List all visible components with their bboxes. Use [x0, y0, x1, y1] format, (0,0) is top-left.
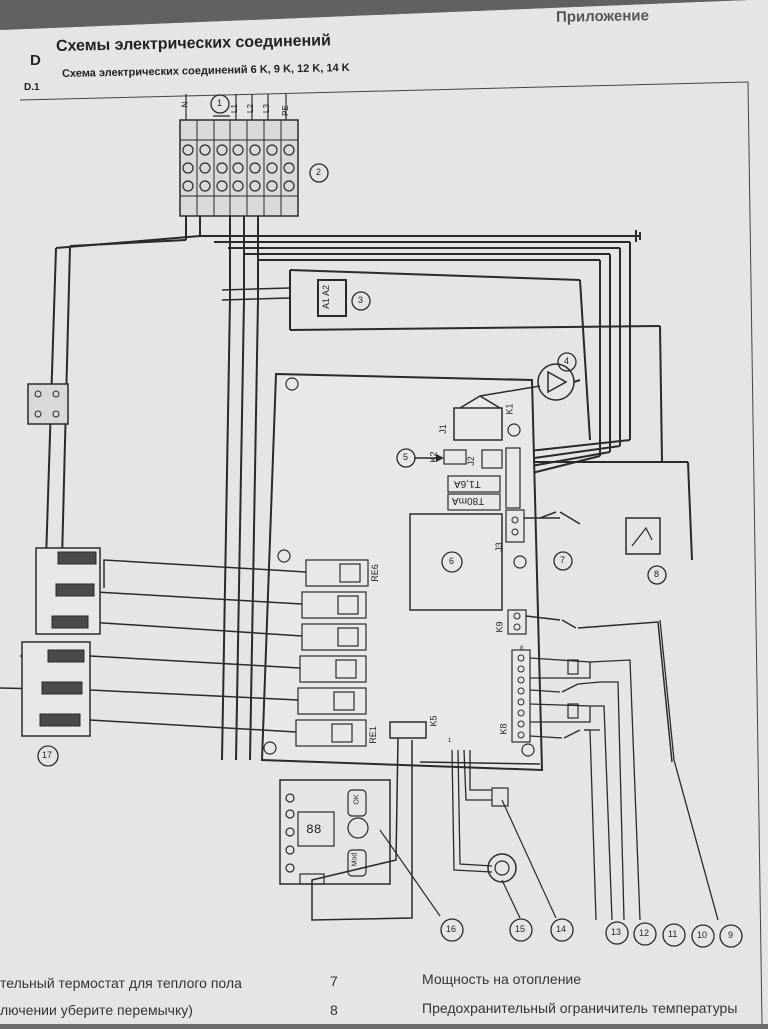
callout-15: 15: [515, 924, 526, 934]
re6-label: RE6: [369, 564, 380, 582]
page-shadow: [0, 0, 748, 30]
fuse-1: [447, 475, 501, 493]
callout-13: 13: [611, 927, 622, 937]
contactor-coil: [317, 279, 347, 317]
module-6: [409, 513, 503, 611]
callout-10: 10: [697, 930, 708, 940]
k2-label: K2: [428, 451, 439, 463]
j2-label: J2: [465, 456, 476, 466]
callout-3: 3: [358, 295, 364, 305]
callout-5: 5: [403, 452, 409, 462]
display-digits: 88: [306, 822, 322, 837]
legend-right-1: Мощность на отопление: [422, 971, 582, 987]
k8-connector: [511, 649, 531, 743]
diagram-frame: [19, 81, 763, 1025]
callout-11: 11: [668, 929, 678, 939]
mod-button: Mod: [351, 852, 359, 867]
callout-7: 7: [560, 555, 566, 565]
k8-label: K8: [498, 723, 509, 735]
callout-4: 4: [564, 356, 570, 366]
controller-board: [260, 372, 544, 772]
callout-2: 2: [316, 167, 322, 177]
k8-pin-label: 8: [520, 646, 524, 652]
cable-pin-label: 1: [448, 738, 452, 744]
k1-label: K1: [504, 403, 515, 415]
callout-1: 1: [217, 98, 223, 108]
callout-17: 17: [42, 750, 53, 760]
k2-connector: [443, 449, 467, 465]
terminal-label-pe: PE: [280, 105, 290, 116]
sensor-connector-14: [491, 787, 509, 807]
terminal-connector-left: [27, 383, 69, 425]
diagram-lines: [0, 94, 719, 921]
fuse-label-1: T1,6A: [454, 478, 481, 489]
k5-connector: [389, 721, 427, 739]
terminal-label-l2: L2: [245, 104, 255, 113]
safety-limiter: [625, 517, 661, 555]
legend-number-7: 7: [330, 973, 338, 989]
callout-9: 9: [728, 930, 734, 940]
terminal-block: [179, 119, 299, 217]
terminal-label-n: N: [180, 101, 190, 108]
appendix-title: Приложение: [555, 7, 650, 26]
j3-label: J3: [493, 542, 504, 552]
contactor-label: A1 A2: [321, 284, 332, 310]
callout-8: 8: [654, 569, 660, 579]
terminal-label-l3: L3: [261, 104, 271, 113]
callout-circles: [37, 94, 743, 948]
k9-label: K9: [494, 621, 505, 633]
j1-label: J1: [437, 424, 448, 434]
callout-6: 6: [449, 556, 455, 566]
k5-label: K5: [428, 715, 439, 727]
flow-sensor-15: [487, 853, 517, 883]
j3-connector: [505, 509, 525, 543]
callout-16: 16: [446, 924, 457, 934]
legend-number-8: 8: [330, 1002, 338, 1018]
k9-connector: [507, 609, 527, 635]
pin-header-right: [505, 447, 521, 509]
legend-left-1: тельный термостат для теплого пола: [0, 975, 242, 991]
legend-left-2: лючении уберите перемычку): [0, 1002, 193, 1018]
subsection-number: D.1: [24, 82, 40, 93]
section-letter: D: [30, 52, 41, 69]
fuse-2: [447, 493, 501, 511]
legend-right-2: Предохранительный ограничитель температу…: [422, 1000, 738, 1016]
ok-button: OK: [353, 794, 361, 805]
callout-14: 14: [556, 924, 567, 934]
callout-12: 12: [639, 928, 650, 938]
j1-connector: [453, 407, 503, 441]
j2-connector: [481, 449, 503, 469]
terminal-label-l1: L1: [229, 104, 239, 113]
fuse-label-2: T80mA: [452, 495, 485, 506]
control-panel: [279, 779, 391, 885]
re1-label: RE1: [367, 726, 378, 744]
